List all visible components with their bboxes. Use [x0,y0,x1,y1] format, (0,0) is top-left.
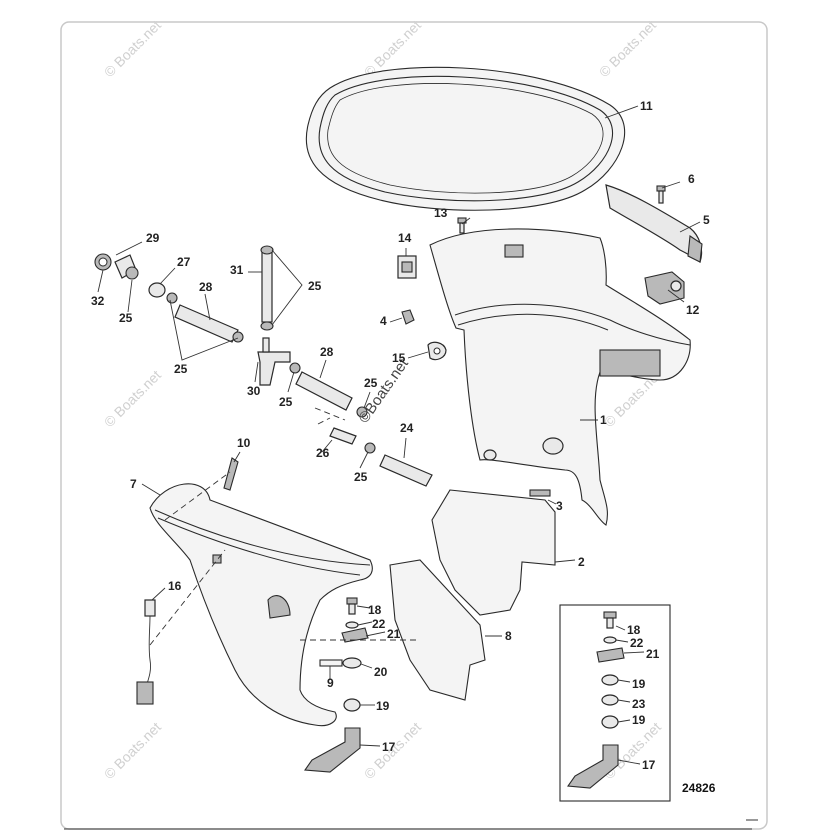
callout-28: 28 [199,280,213,294]
callout-19: 19 [632,713,646,727]
hose-cluster [94,245,433,487]
rear-bracket [605,184,703,264]
callout-17: 17 [382,740,396,754]
callout-19: 19 [376,699,390,713]
callout-25: 25 [279,395,293,409]
callout-25: 25 [308,279,322,293]
dashed-guides [149,407,420,646]
latch-12 [644,271,685,305]
panel-2 [431,489,556,616]
strip-3 [529,489,551,497]
callout-17: 17 [642,758,656,772]
clip-14 [397,255,417,279]
callout-leaders [97,105,701,765]
callout-25: 25 [364,376,378,390]
callout-15: 15 [392,351,406,365]
callout-14: 14 [398,231,412,245]
callout-4: 4 [380,314,387,328]
callout-20: 20 [374,665,388,679]
callout-25: 25 [174,362,188,376]
bolt-6 [656,185,666,204]
callout-11: 11 [640,99,653,113]
callout-19: 19 [632,677,646,691]
callout-21: 21 [387,627,401,641]
seal-ring [305,66,626,211]
lower-cowl [149,483,373,727]
callout-layer: 1165131429273125322528124152528302525110… [91,99,710,772]
callout-26: 26 [316,446,330,460]
callout-22: 22 [372,617,386,631]
callout-13: 13 [434,206,448,220]
grommet-15 [427,341,447,361]
callout-7: 7 [130,477,137,491]
callout-24: 24 [400,421,414,435]
callout-28: 28 [320,345,334,359]
callout-21: 21 [646,647,660,661]
callout-27: 27 [177,255,191,269]
callout-12: 12 [686,303,700,317]
callout-1: 1 [600,413,607,427]
callout-8: 8 [505,629,512,643]
callout-9: 9 [327,676,334,690]
hook-10 [223,457,239,491]
callout-18: 18 [627,623,641,637]
clip-4 [401,309,415,325]
callout-23: 23 [632,697,646,711]
callout-5: 5 [703,213,710,227]
harness-16 [136,599,156,705]
callout-25: 25 [119,311,133,325]
callout-2: 2 [578,555,585,569]
callout-22: 22 [630,636,644,650]
callout-30: 30 [247,384,261,398]
callout-6: 6 [688,172,695,186]
diagram-number: 24826 [682,781,716,795]
upper-cowl [429,228,691,526]
callout-29: 29 [146,231,160,245]
hardware-stack [303,597,369,773]
callout-18: 18 [368,603,382,617]
callout-25: 25 [354,470,368,484]
callout-16: 16 [168,579,182,593]
callout-3: 3 [556,499,563,513]
callout-31: 31 [230,263,244,277]
callout-32: 32 [91,294,105,308]
callout-10: 10 [237,436,251,450]
